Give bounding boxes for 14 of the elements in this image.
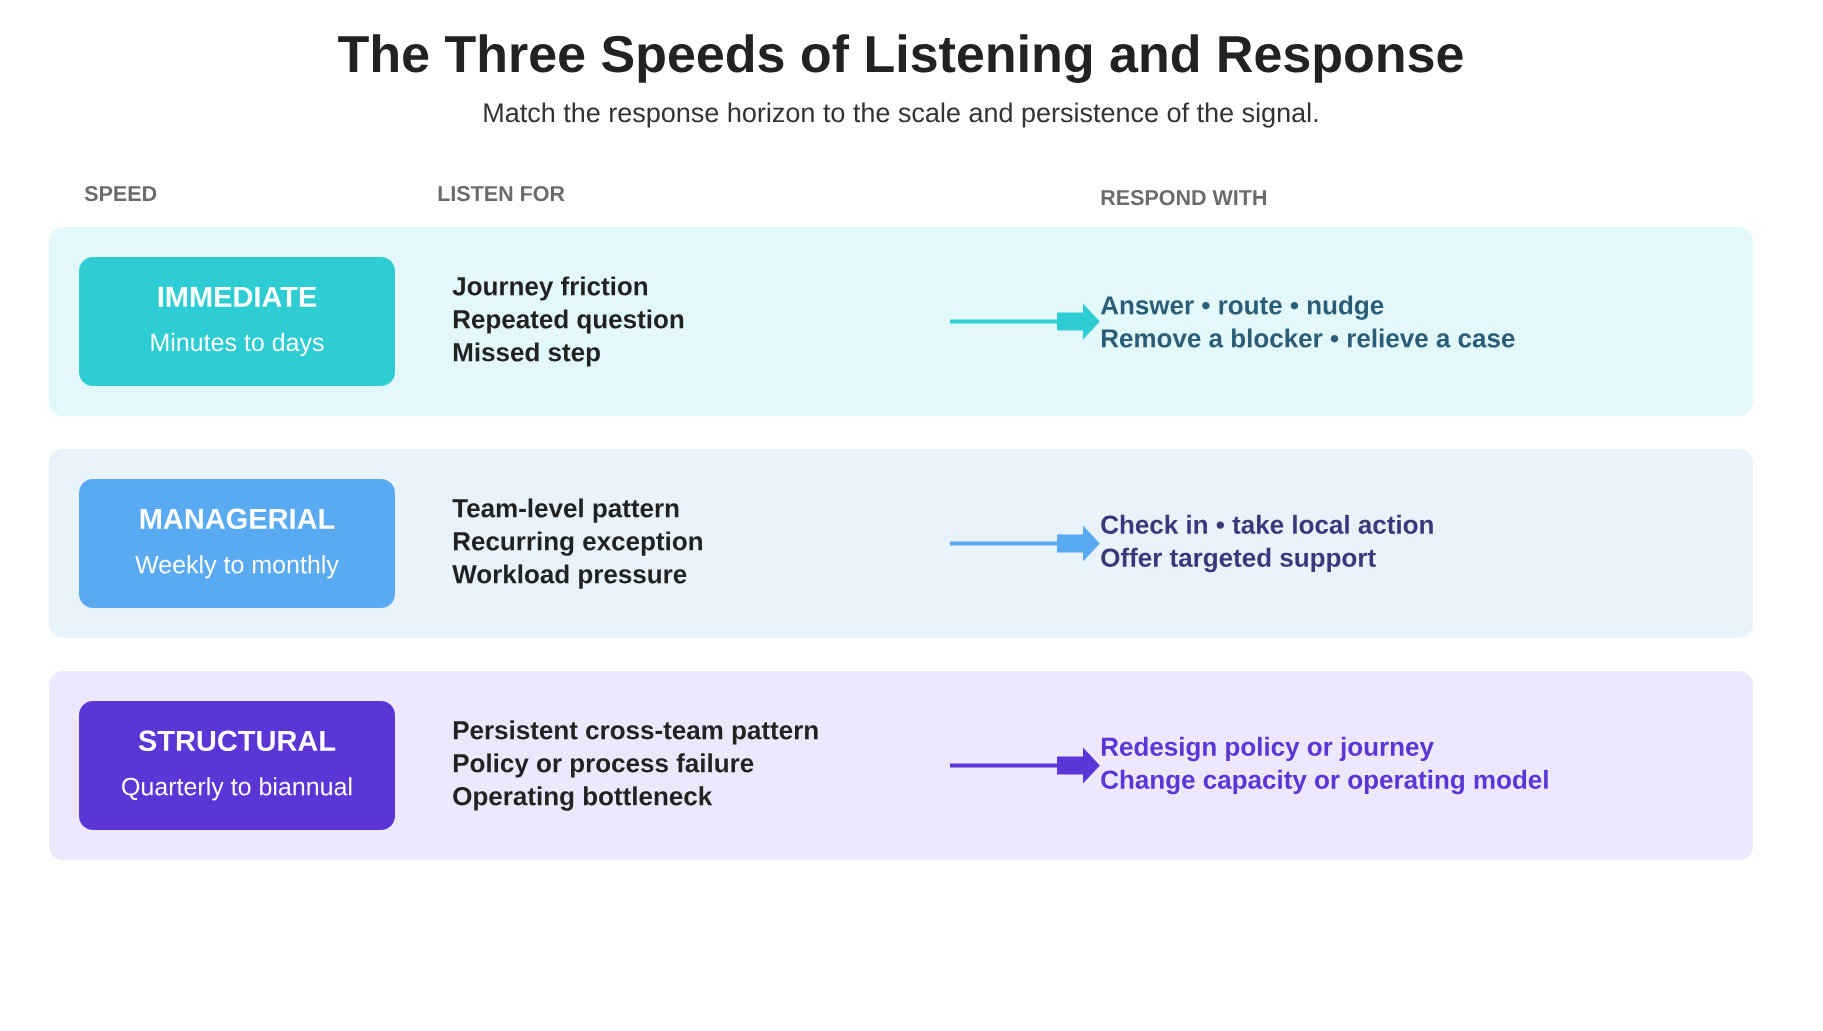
title: The Three Speeds of Listening and Response — [338, 34, 1463, 84]
column-header: SPEED — [84, 186, 157, 202]
column-header: RESPOND WITH — [1101, 190, 1266, 206]
speed-box: MANAGERIAL Weekly to monthly — [79, 479, 395, 608]
column-header: LISTEN FOR — [438, 186, 565, 202]
speed-box: IMMEDIATE Minutes to days — [79, 257, 395, 386]
signal-list: Team-level pattern Recurring exception Workload pressure — [452, 498, 702, 589]
signal-list: Journey friction Repeated question Missed step — [452, 276, 684, 367]
response-list: Check in • take local action Offer targeted support — [1101, 514, 1433, 573]
response-list: Answer • route • nudge Remove a blocker • relieve a case — [1100, 295, 1515, 348]
signal-list: Persistent cross-team pattern Policy or process failure Operating bottleneck — [453, 720, 818, 811]
subtitle: Match the response horizon to the scale and persistence of the signal. — [484, 102, 1318, 128]
speed-box: STRUCTURAL Quarterly to biannual — [79, 701, 395, 830]
response-list: Redesign policy or journey Change capacity or operating model — [1101, 736, 1548, 795]
